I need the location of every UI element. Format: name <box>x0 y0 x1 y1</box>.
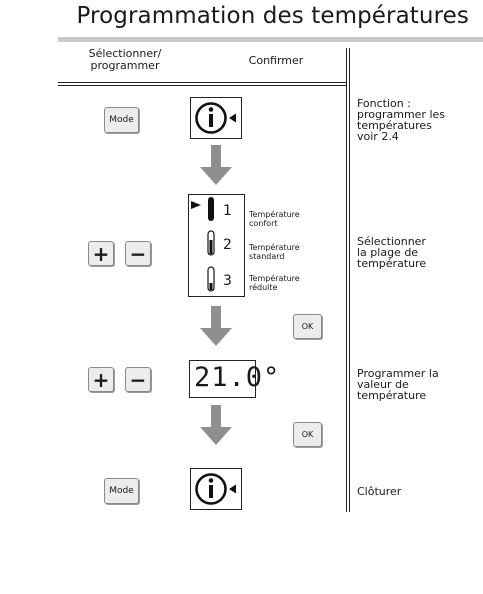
column-divider <box>346 48 347 512</box>
page-title: Programmation des températures <box>76 3 469 29</box>
pointer-arrow-icon <box>229 113 236 123</box>
thermometer-icon <box>191 197 215 292</box>
mode-button[interactable]: Mode <box>104 478 139 504</box>
range-number: 3 <box>223 273 232 289</box>
mode-button[interactable]: Mode <box>104 107 139 133</box>
title-underline <box>58 37 483 42</box>
info-display <box>190 468 242 510</box>
down-arrow-icon <box>200 306 232 346</box>
column-divider <box>349 48 350 512</box>
down-arrow-icon <box>200 145 232 185</box>
column-header-select: Sélectionner/ programmer <box>88 47 162 72</box>
temperature-value: 21.0° <box>194 362 281 393</box>
minus-button[interactable]: − <box>125 367 151 392</box>
ok-button[interactable]: OK <box>293 314 322 339</box>
range-number: 2 <box>223 237 232 253</box>
pointer-arrow-icon <box>229 484 236 494</box>
info-display <box>190 97 242 139</box>
step1-description: Fonction : programmer les températures v… <box>357 97 446 143</box>
range-label-standard: Température standard <box>249 243 300 261</box>
column-header-confirm: Confirmer <box>248 54 304 67</box>
plus-button[interactable]: + <box>88 241 114 266</box>
temperature-range-display: 1 2 3 <box>188 194 245 297</box>
info-icon <box>195 473 236 505</box>
range-label-reduced: Température réduite <box>249 274 300 292</box>
pointer-arrow-icon <box>191 201 201 209</box>
step4-description: Clôturer <box>357 485 402 498</box>
step3-description: Programmer la valeur de température <box>357 367 439 402</box>
range-label-comfort: Température confort <box>249 210 300 228</box>
temperature-display: 21.0° <box>189 360 279 398</box>
info-icon <box>195 102 236 134</box>
range-number: 1 <box>223 203 232 219</box>
header-rule <box>58 85 347 86</box>
plus-button[interactable]: + <box>88 367 114 392</box>
down-arrow-icon <box>200 405 232 445</box>
ok-button[interactable]: OK <box>293 422 322 447</box>
header-rule <box>58 82 347 83</box>
minus-button[interactable]: − <box>125 241 151 266</box>
step2-description: Sélectionner la plage de température <box>357 235 427 270</box>
